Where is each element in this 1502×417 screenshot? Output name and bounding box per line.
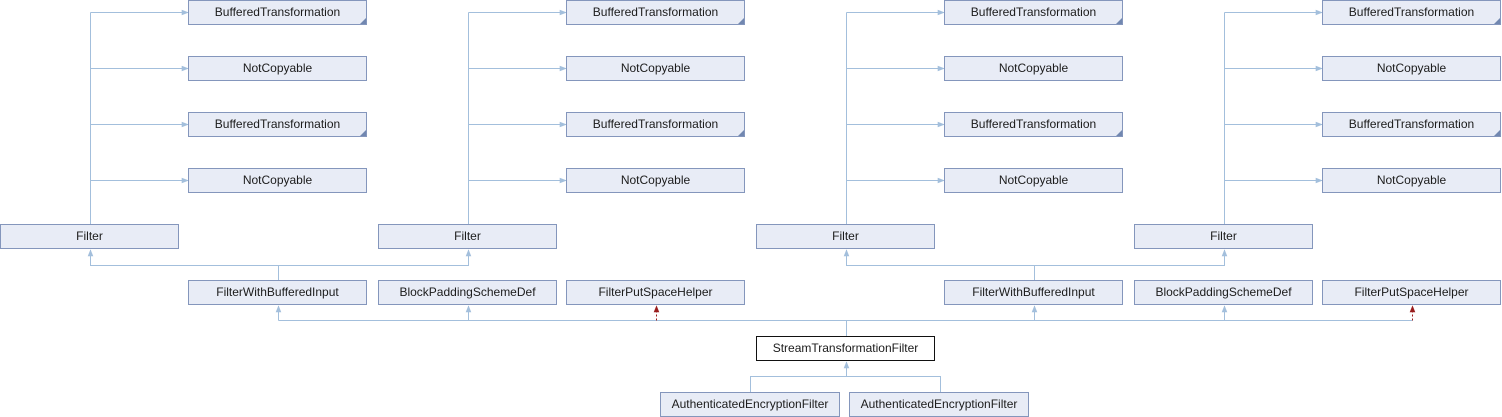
- node-buffered-transformation[interactable]: BufferedTransformation: [566, 112, 745, 137]
- node-filter[interactable]: Filter: [378, 224, 557, 249]
- node-authenticated-encryption-filter[interactable]: AuthenticatedEncryptionFilter: [660, 392, 840, 417]
- inheritance-edge: [278, 249, 472, 266]
- node-not-copyable[interactable]: NotCopyable: [566, 168, 745, 193]
- node-not-copyable[interactable]: NotCopyable: [188, 168, 367, 193]
- inheritance-edge: [843, 249, 1035, 280]
- derived-bus-edge: [750, 376, 941, 392]
- node-filter-with-buffered-input[interactable]: FilterWithBufferedInput: [188, 280, 367, 305]
- node-filter-put-space-helper[interactable]: FilterPutSpaceHelper: [1322, 280, 1501, 305]
- node-not-copyable[interactable]: NotCopyable: [944, 168, 1123, 193]
- node-not-copyable[interactable]: NotCopyable: [944, 56, 1123, 81]
- node-filter-put-space-helper[interactable]: FilterPutSpaceHelper: [566, 280, 745, 305]
- node-not-copyable[interactable]: NotCopyable: [1322, 56, 1501, 81]
- node-buffered-transformation[interactable]: BufferedTransformation: [1322, 112, 1501, 137]
- node-filter[interactable]: Filter: [1134, 224, 1313, 249]
- node-block-padding-scheme-def[interactable]: BlockPaddingSchemeDef: [1134, 280, 1313, 305]
- node-buffered-transformation[interactable]: BufferedTransformation: [188, 112, 367, 137]
- node-not-copyable[interactable]: NotCopyable: [1322, 168, 1501, 193]
- node-buffered-transformation[interactable]: BufferedTransformation: [944, 112, 1123, 137]
- node-buffered-transformation[interactable]: BufferedTransformation: [944, 0, 1123, 25]
- node-filter[interactable]: Filter: [756, 224, 935, 249]
- node-buffered-transformation[interactable]: BufferedTransformation: [566, 0, 745, 25]
- inheritance-edge: [1034, 249, 1228, 266]
- node-not-copyable[interactable]: NotCopyable: [188, 56, 367, 81]
- node-authenticated-encryption-filter[interactable]: AuthenticatedEncryptionFilter: [849, 392, 1029, 417]
- node-filter-with-buffered-input[interactable]: FilterWithBufferedInput: [944, 280, 1123, 305]
- node-filter[interactable]: Filter: [0, 224, 179, 249]
- node-stream-transformation-filter: StreamTransformationFilter: [756, 336, 935, 361]
- node-buffered-transformation[interactable]: BufferedTransformation: [1322, 0, 1501, 25]
- node-block-padding-scheme-def[interactable]: BlockPaddingSchemeDef: [378, 280, 557, 305]
- node-buffered-transformation[interactable]: BufferedTransformation: [188, 0, 367, 25]
- node-not-copyable[interactable]: NotCopyable: [566, 56, 745, 81]
- inheritance-edge: [87, 249, 279, 280]
